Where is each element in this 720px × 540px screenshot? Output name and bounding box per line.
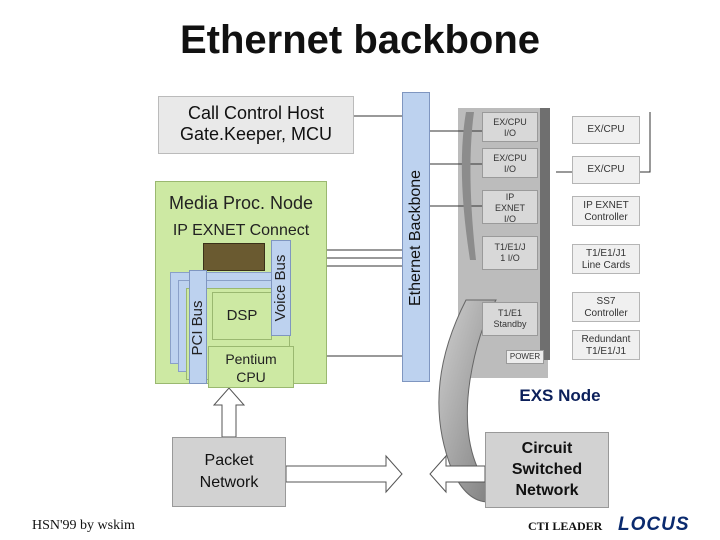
pci-bus-label: PCI Bus [189, 300, 206, 356]
exs-left-card-4-line-1: T1/E1/J [494, 242, 526, 252]
exs-right-card-1: EX/CPU [572, 116, 640, 144]
exs-left-card-1-line-1: EX/CPU [493, 117, 527, 127]
pentium-line-1: Pentium [225, 351, 277, 367]
exs-right-card-6-line-2: T1/E1/J1 [585, 346, 627, 357]
pentium-cpu-box: Pentium CPU [208, 346, 294, 388]
exs-left-card-4: T1/E1/J 1 I/O [482, 236, 538, 270]
packet-to-media-arrow [212, 387, 246, 438]
pci-bus [189, 270, 207, 384]
dsp-box: DSP [212, 292, 272, 340]
exs-right-card-5: SS7 Controller [572, 292, 640, 322]
circuit-switched-network-box: Circuit Switched Network [485, 432, 609, 508]
voice-bus-label: Voice Bus [272, 254, 289, 322]
pentium-line-2: CPU [236, 369, 266, 385]
exs-right-card-3-line-1: IP EXNET [583, 200, 629, 211]
exs-right-card-5-line-2: Controller [584, 308, 628, 319]
ethernet-backbone-label: Ethernet Backbone [407, 169, 424, 307]
exs-left-card-3-line-2: EXNET [494, 203, 525, 213]
packet-network-box: Packet Network [172, 437, 286, 507]
circuit-line-1: Circuit [521, 440, 573, 457]
exs-right-card-6: Redundant T1/E1/J1 [572, 330, 640, 360]
exs-left-card-5-line-1: T1/E1 [497, 308, 522, 318]
exs-left-card-2: EX/CPU I/O [482, 148, 538, 178]
power-module: POWER [506, 350, 544, 364]
circuit-to-backbone-arrow [429, 454, 486, 494]
exs-left-card-5: T1/E1 Standby [482, 302, 538, 336]
media-node-title: Media Proc. Node [168, 193, 314, 213]
exs-node-label: EXS Node [519, 386, 601, 405]
exs-right-card-4-line-1: T1/E1/J1 [585, 248, 627, 259]
voice-bus [271, 240, 291, 336]
footer-cti-leader: CTI LEADER [528, 519, 603, 533]
exs-left-card-2-line-2: I/O [503, 164, 516, 174]
exs-left-card-5-line-2: Standby [493, 319, 527, 329]
exs-left-card-4-line-2: 1 I/O [500, 253, 520, 263]
exs-left-card-3: IP EXNET I/O [482, 190, 538, 224]
circuit-line-3: Network [515, 482, 579, 499]
exs-left-card-1-line-2: I/O [503, 128, 516, 138]
footer-author: HSN'99 by wskim [32, 518, 135, 533]
packet-line-1: Packet [204, 452, 254, 469]
packet-to-backbone-arrow [285, 454, 403, 494]
packet-line-2: Network [199, 474, 259, 491]
exs-left-card-3-line-3: I/O [503, 214, 516, 224]
circuit-line-2: Switched [511, 461, 583, 478]
exs-right-card-3: IP EXNET Controller [572, 196, 640, 226]
exs-right-card-3-line-2: Controller [584, 212, 628, 223]
slide-title: Ethernet backbone [179, 18, 541, 62]
exs-right-card-5-line-1: SS7 [596, 296, 616, 307]
exs-right-card-4-line-2: Line Cards [581, 260, 631, 271]
exs-right-card-4: T1/E1/J1 Line Cards [572, 244, 640, 274]
host-line-2: Gate.Keeper, MCU [179, 124, 333, 144]
call-control-host-box: Call Control Host Gate.Keeper, MCU [158, 96, 354, 154]
exs-midplane [540, 108, 550, 360]
exs-left-card-1: EX/CPU I/O [482, 112, 538, 142]
exs-left-card-3-line-1: IP [505, 192, 515, 202]
locus-logo: LOCUS [618, 514, 690, 535]
ethernet-backbone-bar [402, 92, 430, 382]
exs-right-card-2: EX/CPU [572, 156, 640, 184]
exs-top-swoosh [461, 112, 476, 260]
ip-exnet-connect-label: IP EXNET Connect [172, 222, 310, 239]
exs-right-card-6-line-1: Redundant [581, 334, 631, 345]
ip-exnet-chip-icon [203, 243, 265, 271]
exs-left-card-2-line-1: EX/CPU [493, 153, 527, 163]
host-line-1: Call Control Host [187, 103, 325, 123]
